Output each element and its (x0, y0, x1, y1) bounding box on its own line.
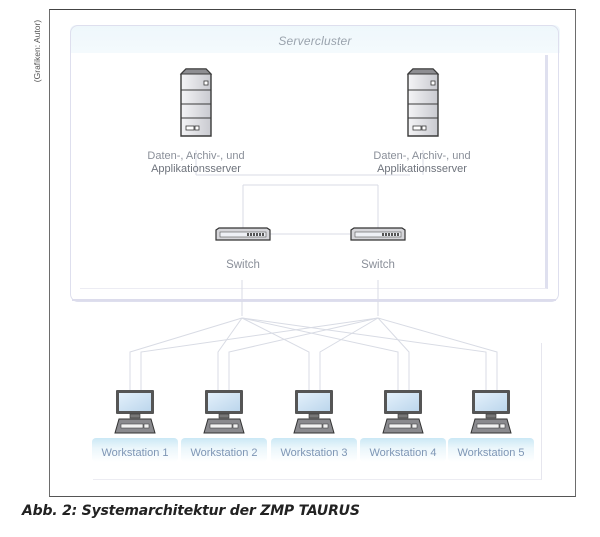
computer-icon (382, 390, 424, 434)
server-label: Daten-, Archiv-, und Applikationsserver (362, 150, 482, 176)
workstation-label: Workstation 4 (360, 438, 446, 462)
server-label: Daten-, Archiv-, und Applikationsserver (136, 150, 256, 176)
server-icon (179, 68, 213, 137)
workstation-label: Workstation 5 (448, 438, 534, 462)
connection-sw1-ws5 (241, 317, 487, 392)
workstation-label: Workstation 1 (92, 438, 178, 462)
connection-sw2-ws5 (377, 317, 498, 392)
connection-sw1-ws1 (129, 317, 243, 392)
connection-sw1-ws3 (241, 317, 310, 392)
connection-switch-bus (242, 184, 379, 230)
workstation-label: Workstation 2 (181, 438, 267, 462)
servercluster-inner-border (80, 55, 548, 289)
computer-icon (114, 390, 156, 434)
connection-server1-switch (195, 150, 410, 176)
workstation-area (93, 343, 542, 480)
computer-icon (470, 390, 512, 434)
servercluster-title: Servercluster (278, 34, 352, 48)
connection-sw1-ws2 (217, 317, 243, 392)
connection-sw2-ws3 (319, 317, 379, 392)
connection-sw2-ws4 (377, 317, 410, 392)
servercluster-box (70, 25, 559, 302)
switch-icon (350, 227, 406, 241)
switch-label: Switch (226, 259, 260, 271)
server-icon (406, 68, 440, 137)
connection-sw1-ws4 (241, 317, 399, 392)
connection-sw2-ws1 (140, 317, 379, 392)
cluster-header-band (70, 25, 560, 53)
figure-caption: Abb. 2: Systemarchitektur der ZMP TAURUS (22, 503, 360, 519)
workstation-label: Workstation 3 (271, 438, 357, 462)
server-label-line1: Daten-, Archiv-, und (373, 150, 471, 162)
server-label-line2: Applikationsserver (151, 163, 241, 175)
computer-icon (203, 390, 245, 434)
switch-icon (215, 227, 271, 241)
computer-icon (293, 390, 335, 434)
server-label-line2: Applikationsserver (377, 163, 467, 175)
connection-sw2-ws2 (228, 317, 379, 392)
server-label-line1: Daten-, Archiv-, und (147, 150, 245, 162)
switch-label: Switch (361, 259, 395, 271)
